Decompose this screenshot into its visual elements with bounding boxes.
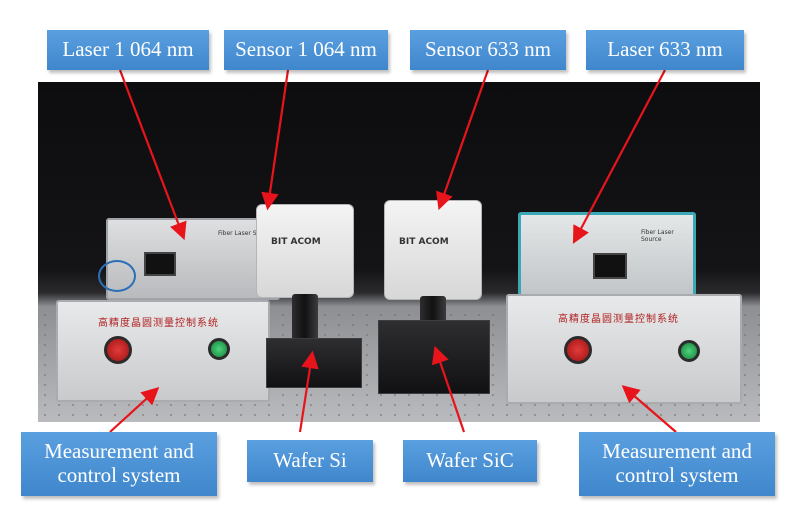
label-mcs-right-line1: Measurement and bbox=[602, 439, 752, 464]
label-mcs-left: Measurement and control system bbox=[21, 432, 217, 496]
arrow-laser-1064 bbox=[118, 69, 187, 241]
emergency-stop-left bbox=[104, 336, 132, 364]
sensor-1064-head: BIT ACOM bbox=[256, 204, 354, 298]
label-laser-1064: Laser 1 064 nm bbox=[47, 30, 209, 70]
fiber-cable-left bbox=[98, 260, 136, 292]
label-mcs-right: Measurement and control system bbox=[579, 432, 775, 496]
laser-1064-display bbox=[144, 252, 176, 276]
emergency-stop-right bbox=[564, 336, 592, 364]
label-mcs-left-line1: Measurement and bbox=[44, 439, 194, 464]
arrow-wafer-sic bbox=[431, 345, 466, 433]
control-box-right-title: 高精度晶圆测量控制系统 bbox=[558, 314, 679, 325]
laser-1064-box: Fiber Laser Source bbox=[106, 218, 280, 300]
label-mcs-left-line2: control system bbox=[57, 463, 181, 487]
label-wafer-si: Wafer Si bbox=[247, 440, 373, 482]
label-mcs-right-line2: control system bbox=[615, 463, 739, 487]
sensor-1064-lens bbox=[292, 294, 318, 340]
lab-setup-photo: 高精度晶圆测量控制系统 Fiber Laser Source BIT ACOM … bbox=[38, 82, 760, 422]
sensor-633-brand: BIT ACOM bbox=[399, 237, 449, 247]
sensor-1064-brand: BIT ACOM bbox=[271, 237, 321, 247]
arrow-wafer-si bbox=[298, 350, 319, 433]
laser-1064-panel-text: Fiber Laser Source bbox=[218, 230, 274, 237]
label-sensor-1064: Sensor 1 064 nm bbox=[224, 30, 388, 70]
control-box-left: 高精度晶圆测量控制系统 bbox=[56, 300, 270, 402]
label-wafer-sic: Wafer SiC bbox=[403, 440, 537, 482]
start-button-left bbox=[208, 338, 230, 360]
sensor-633-head: BIT ACOM bbox=[384, 200, 482, 300]
laser-633-panel-text: Fiber Laser Source bbox=[641, 229, 674, 243]
arrow-mcs-right bbox=[621, 385, 677, 433]
control-box-left-title: 高精度晶圆测量控制系统 bbox=[98, 318, 219, 329]
arrow-mcs-left bbox=[109, 387, 160, 433]
laser-633-display bbox=[593, 253, 627, 279]
label-laser-633: Laser 633 nm bbox=[586, 30, 744, 70]
arrow-sensor-1064 bbox=[261, 69, 290, 211]
arrow-laser-633 bbox=[572, 69, 666, 244]
label-sensor-633: Sensor 633 nm bbox=[410, 30, 566, 70]
start-button-right bbox=[678, 340, 700, 362]
arrow-sensor-633 bbox=[436, 69, 490, 211]
